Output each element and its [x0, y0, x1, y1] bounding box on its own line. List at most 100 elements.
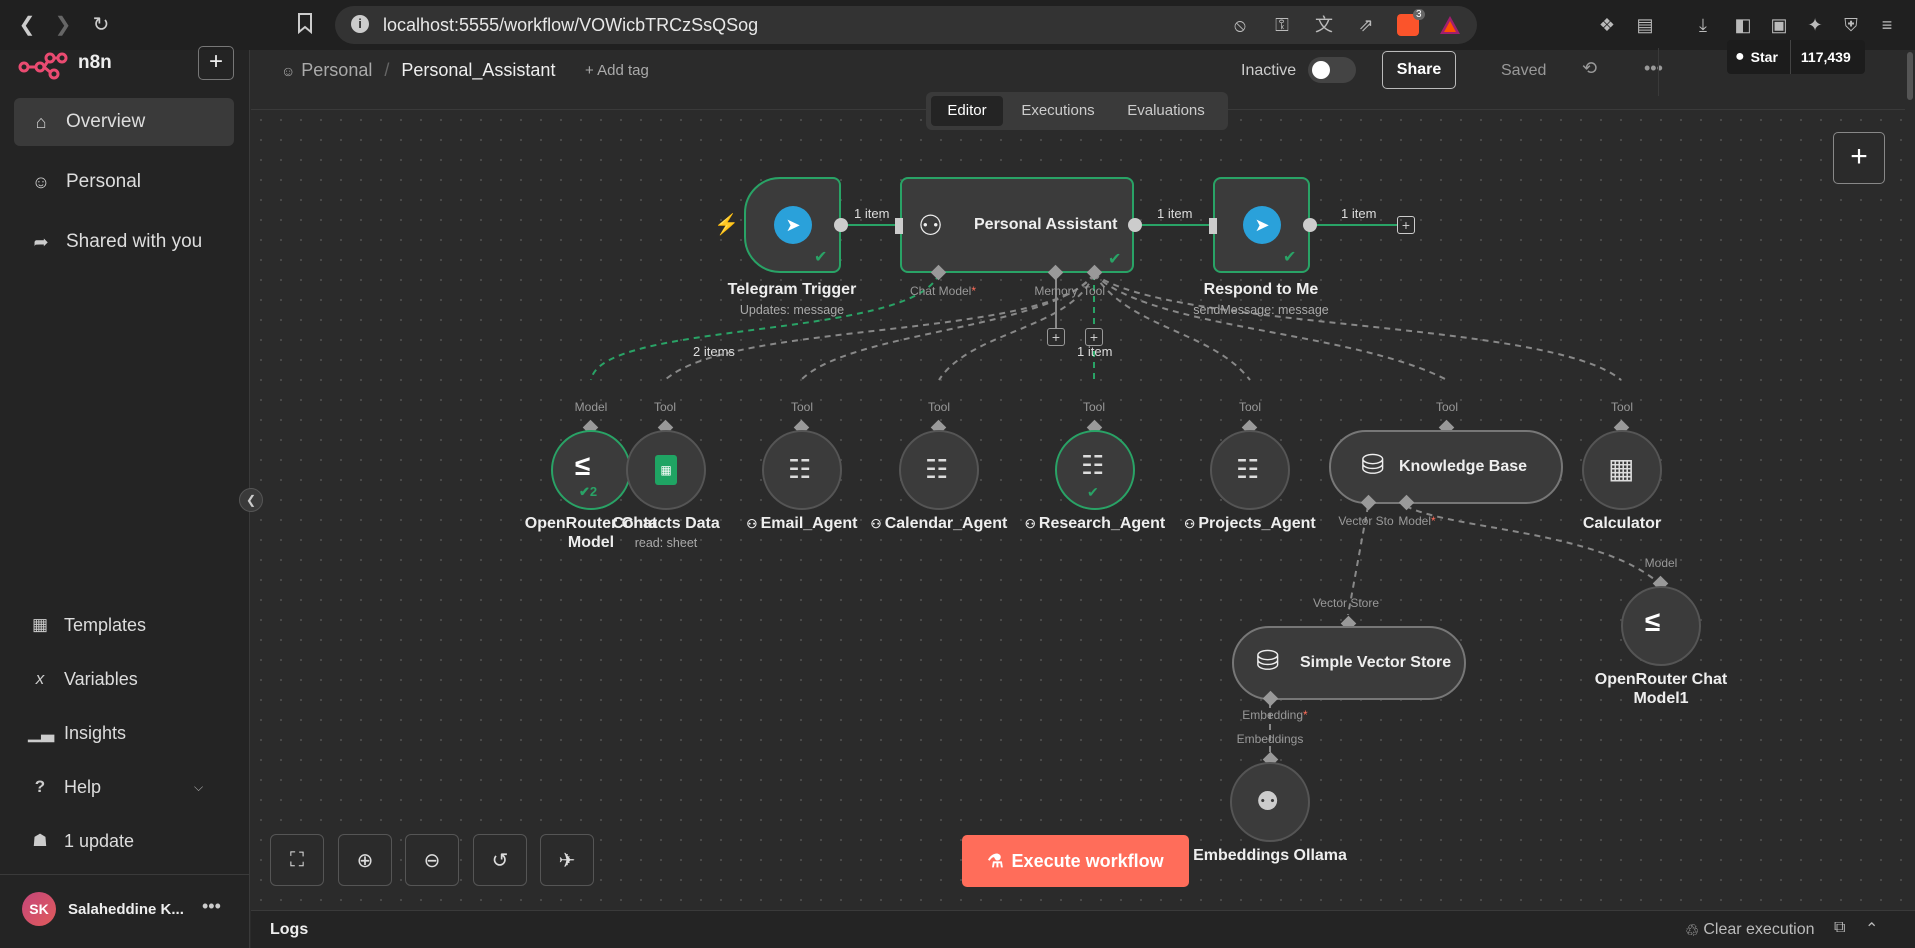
edge-email[interactable] [800, 273, 1095, 381]
leo-icon[interactable]: ✦ [1807, 15, 1823, 35]
edge-calendar[interactable] [938, 273, 1095, 381]
sidebar-item-variables[interactable]: x Variables [14, 659, 234, 699]
sidebar-item-insights[interactable]: ▁▃ Insights [14, 713, 234, 753]
menu-icon[interactable]: ≡ [1881, 15, 1893, 35]
status-label: Inactive [1241, 62, 1297, 79]
logs-title[interactable]: Logs [270, 921, 309, 938]
tidy-up-button[interactable]: ✈ [540, 834, 594, 886]
more-options-icon[interactable]: ••• [1644, 58, 1663, 78]
url-text[interactable]: localhost:5555/workflow/VOWicbTRCzSsQSog [383, 15, 759, 35]
sidebar-item-templates[interactable]: ▦ Templates [14, 605, 234, 645]
vpn-icon[interactable]: ⛨ [1844, 15, 1858, 35]
add-node-button[interactable]: + [1397, 216, 1415, 234]
scrollbar-thumb[interactable] [1907, 52, 1913, 100]
node-simple-vector-store[interactable]: ⛁ Simple Vector Store [1232, 626, 1466, 700]
google-sheets-icon: ▦ [655, 455, 677, 485]
input-port[interactable] [895, 218, 903, 234]
node-respond-to-me[interactable]: ➤ ✔ [1213, 177, 1310, 273]
output-port[interactable] [1303, 218, 1317, 232]
edge-knowledge-base[interactable] [1093, 273, 1448, 381]
brave-shields-icon[interactable] [1397, 14, 1419, 36]
node-openrouter-chat-model1[interactable]: ≤ [1621, 586, 1701, 666]
github-star-button[interactable]: ● Star 117,439 [1727, 40, 1865, 74]
node-knowledge-base[interactable]: ⛁ Knowledge Base [1329, 430, 1563, 504]
add-memory-button[interactable]: + [1047, 328, 1065, 346]
workflow-name[interactable]: Personal_Assistant [401, 60, 556, 80]
sidebar-item-personal[interactable]: ☺ Personal [14, 158, 234, 206]
history-icon[interactable]: ⟲ [1582, 58, 1598, 78]
logs-panel[interactable]: Logs ♲ Clear execution ⧉ ⌃ [251, 910, 1915, 948]
add-tag-button[interactable]: + Add tag [585, 62, 649, 79]
node-personal-assistant[interactable]: ⚇ Personal Assistant ✔ [900, 177, 1134, 273]
success-check-icon: ✔ [814, 249, 828, 266]
node-email-agent[interactable]: ☷ [762, 430, 842, 510]
sidebar-item-update[interactable]: ☗ 1 update [14, 821, 234, 861]
output-port[interactable] [1128, 218, 1142, 232]
output-port[interactable] [834, 218, 848, 232]
execute-workflow-label: Execute workflow [1011, 850, 1164, 871]
edge-kb-model[interactable] [1405, 505, 1662, 586]
user-name[interactable]: Salaheddine K... [68, 901, 184, 918]
zoom-in-button[interactable]: ⊕ [338, 834, 392, 886]
key-icon[interactable]: ⚿ [1275, 15, 1289, 35]
input-port[interactable] [1209, 218, 1217, 234]
brave-rewards-icon[interactable] [1439, 15, 1461, 40]
node-contacts-data[interactable]: ▦ [626, 430, 706, 510]
avatar[interactable]: SK [22, 892, 56, 926]
sidebar-item-help[interactable]: ? Help ⌵ [14, 767, 234, 807]
active-toggle[interactable] [1308, 57, 1356, 83]
forward-icon[interactable]: ❯ [54, 14, 72, 36]
chevron-up-icon[interactable]: ⌃ [1865, 921, 1879, 938]
wallet-icon[interactable]: ▣ [1770, 15, 1788, 35]
address-bar[interactable]: i localhost:5555/workflow/VOWicbTRCzSsQS… [335, 6, 1477, 44]
reset-zoom-button[interactable]: ↺ [473, 834, 527, 886]
translate-icon[interactable]: 文 [1315, 15, 1333, 35]
tracking-off-icon[interactable]: ⦸ [1234, 15, 1246, 35]
zoom-out-button[interactable]: ⊖ [405, 834, 459, 886]
collapse-sidebar-button[interactable]: ❮ [239, 488, 263, 512]
back-icon[interactable]: ❮ [18, 14, 36, 36]
sidebar-item-shared[interactable]: ➦ Shared with you [14, 218, 234, 266]
node-embeddings-ollama[interactable]: ⚉ [1230, 762, 1310, 842]
node-calculator[interactable]: ▦ [1582, 430, 1662, 510]
extensions-icon[interactable]: ❖ [1598, 15, 1616, 35]
scrollbar[interactable] [1905, 50, 1915, 910]
edge-vector-store[interactable] [1347, 505, 1369, 616]
share-page-icon[interactable]: ⇗ [1358, 15, 1374, 35]
user-menu-icon[interactable]: ••• [202, 896, 221, 916]
node-telegram-trigger[interactable]: ➤ ✔ [744, 177, 841, 273]
fit-view-button[interactable]: ⛶ [270, 834, 324, 886]
bookmark-icon[interactable] [292, 12, 318, 38]
tab-editor[interactable]: Editor [931, 96, 1003, 126]
sidebar-item-label: Overview [66, 111, 146, 132]
edge-model[interactable] [590, 273, 940, 381]
node-title: Respond to Me [1203, 281, 1319, 298]
workflow-canvas[interactable]: 1 item 1 item 1 item 2 items 1 item ⚡ ➤ … [239, 110, 1905, 910]
add-node-panel-button[interactable]: + [1833, 132, 1885, 184]
node-openrouter-chat-model[interactable]: ≤ ✔2 [551, 430, 631, 510]
pop-out-icon[interactable]: ⧉ [1834, 919, 1846, 936]
breadcrumb-project[interactable]: Personal [301, 60, 373, 80]
node-calendar-agent[interactable]: ☷ [899, 430, 979, 510]
reload-icon[interactable]: ↻ [92, 14, 110, 36]
info-icon[interactable]: i [351, 15, 369, 33]
download-icon[interactable]: ⤓ [1699, 15, 1707, 35]
telegram-icon: ➤ [1243, 206, 1281, 244]
sidebar-icon[interactable]: ◧ [1734, 15, 1752, 35]
edge-projects[interactable] [1093, 273, 1251, 381]
clear-execution-button[interactable]: ♲ Clear execution [1685, 921, 1815, 941]
share-button[interactable]: Share [1382, 51, 1456, 89]
sidebar-item-label: Personal [66, 171, 141, 192]
n8n-logo-icon[interactable] [18, 50, 68, 80]
add-tool-button[interactable]: + [1085, 328, 1103, 346]
reader-icon[interactable]: ▤ [1636, 15, 1654, 35]
tab-executions[interactable]: Executions [1021, 102, 1095, 119]
create-button[interactable]: + [198, 46, 234, 80]
saved-label: Saved [1501, 62, 1547, 79]
node-projects-agent[interactable]: ☷ [1210, 430, 1290, 510]
sidebar-item-overview[interactable]: ⌂ Overview [14, 98, 234, 146]
execute-workflow-button[interactable]: ⚗ Execute workflow [962, 835, 1189, 887]
node-research-agent[interactable]: ☷ ✔ [1055, 430, 1135, 510]
fit-view-icon: ⛶ [290, 848, 304, 871]
tab-evaluations[interactable]: Evaluations [1127, 102, 1205, 119]
